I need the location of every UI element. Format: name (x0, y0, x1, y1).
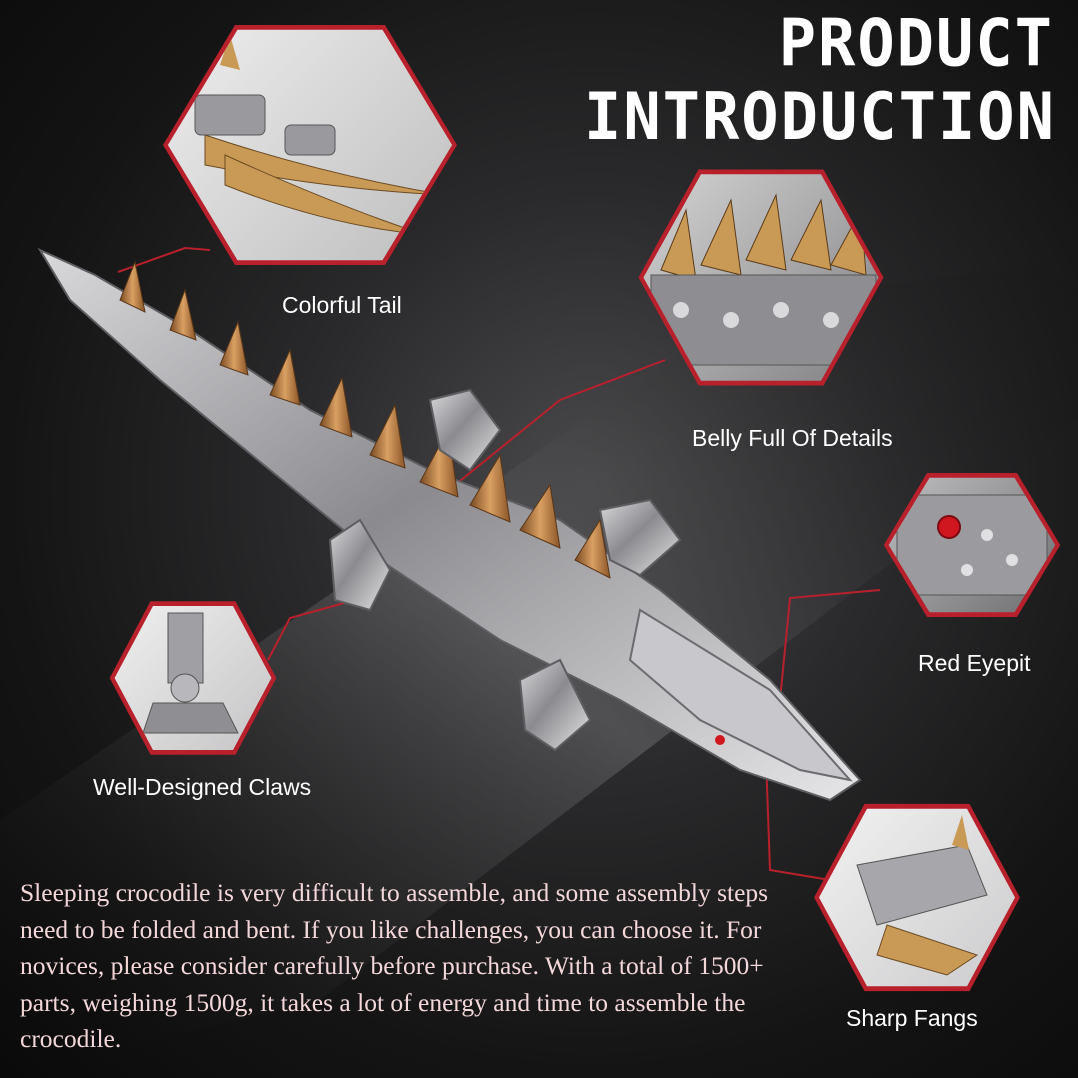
claws-detail-hexagon (108, 598, 278, 758)
belly-detail-photo (650, 193, 877, 366)
fangs-detail-hexagon (812, 800, 1022, 995)
tail-label: Colorful Tail (282, 292, 402, 318)
product-description: Sleeping crocodile is very difficult to … (20, 878, 769, 1053)
belly-label: Belly Full Of Details (692, 425, 893, 451)
tail-detail-photo (194, 35, 446, 236)
eye-detail-hexagon (882, 470, 1062, 620)
eye-label: Red Eyepit (918, 650, 1031, 676)
title-line-1: PRODUCT (778, 4, 1054, 82)
belly-detail-hexagon (636, 165, 886, 390)
eye-detail-photo (896, 494, 1048, 596)
claws-label: Well-Designed Claws (93, 774, 312, 800)
tail-detail-hexagon (160, 20, 460, 270)
page-title: PRODUCT INTRODUCTION (584, 4, 1056, 155)
fangs-detail-photo (856, 815, 988, 976)
fangs-label: Sharp Fangs (846, 1005, 978, 1031)
title-line-2: INTRODUCTION (584, 77, 1056, 155)
claws-detail-photo (142, 612, 239, 734)
